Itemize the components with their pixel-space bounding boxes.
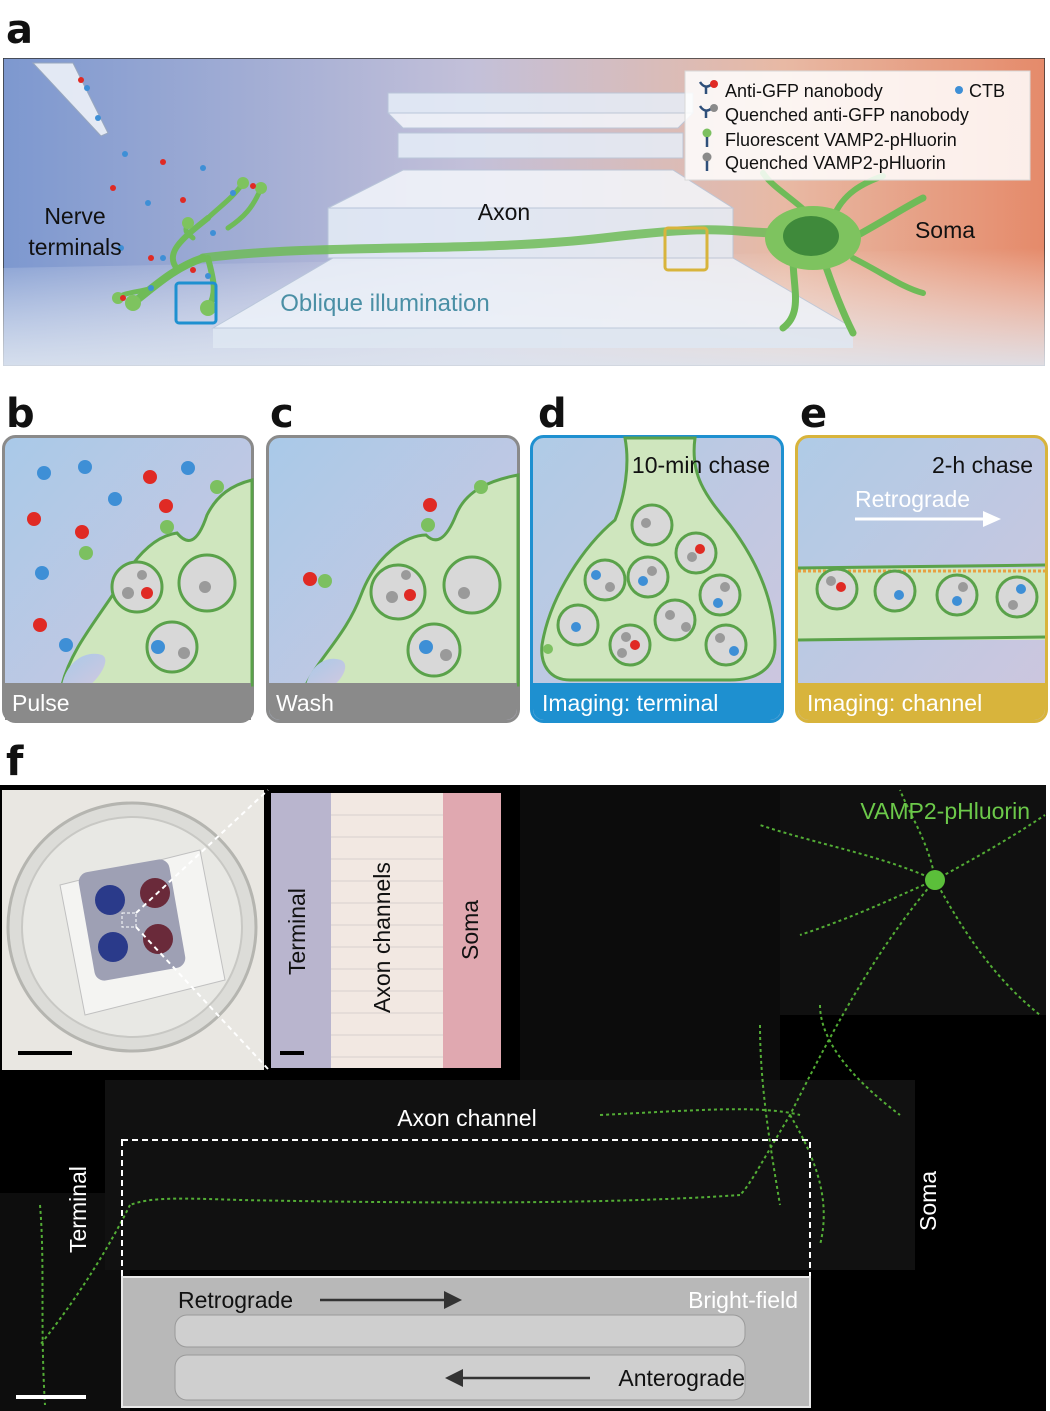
panel-a-schematic: Nerve terminals Axon Soma Oblique illumi… — [3, 58, 1045, 366]
axon-label: Axon — [478, 199, 530, 225]
terminal-roi-box — [174, 281, 218, 325]
inset-soma-region — [443, 793, 501, 1068]
nerve-terminals-label-2: terminals — [28, 234, 121, 260]
inset-soma-label: Soma — [457, 900, 483, 960]
soma-label: Soma — [915, 217, 975, 243]
axon-channel-label: Axon channel — [397, 1105, 536, 1131]
legend-quenched-anti-gfp: Quenched anti-GFP nanobody — [725, 105, 969, 125]
legend-ctb: CTB — [969, 81, 1005, 101]
panel-b-footer: Pulse — [12, 690, 70, 716]
inset-terminal-region — [271, 793, 331, 1068]
inset-terminal-label: Terminal — [284, 888, 310, 975]
panel-e-channel: 2-h chase Retrograde Imaging: channel — [795, 435, 1048, 723]
oblique-illumination-label: Oblique illumination — [280, 290, 489, 317]
panel-e-chase: 2-h chase — [932, 452, 1033, 478]
panel-label-e: e — [800, 391, 828, 437]
anterograde-arrowhead — [445, 1369, 463, 1387]
fluorescent-vamp2-icon — [702, 128, 712, 147]
panel-label-d: d — [538, 391, 567, 437]
panel-d-footer: Imaging: terminal — [542, 690, 718, 716]
inset-axon-channels-label: Axon channels — [369, 862, 395, 1013]
inset-channels-region — [331, 793, 443, 1068]
soma-fluorescence — [925, 870, 945, 890]
terminal-label: Terminal — [65, 1166, 91, 1253]
nucleus — [783, 216, 839, 256]
bright-field-label: Bright-field — [688, 1287, 798, 1313]
nanobody-dots-b — [27, 470, 173, 632]
vamp2-label: VAMP2-pHluorin — [860, 798, 1030, 824]
neuron-fluorescence — [39, 789, 1046, 1406]
ctb-dots-b — [35, 460, 195, 654]
pipette — [31, 62, 109, 137]
panel-d-terminal: 10-min chase Imaging: terminal — [530, 435, 784, 723]
quenched-vamp2-icon — [702, 152, 712, 171]
ctb-icon — [955, 86, 963, 94]
panel-label-a: a — [6, 7, 33, 53]
anterograde-label: Anterograde — [618, 1365, 745, 1391]
panel-f-microscopy: Terminal Axon channels Soma VAMP2-pHluor… — [0, 785, 1046, 1411]
legend-fluor-vamp2: Fluorescent VAMP2-pHluorin — [725, 130, 957, 150]
retrograde-label: Retrograde — [178, 1287, 293, 1313]
panel-e-retrograde: Retrograde — [855, 486, 970, 512]
panel-d-chase: 10-min chase — [632, 452, 770, 478]
panel-label-f: f — [6, 739, 24, 785]
soma-f-label: Soma — [915, 1171, 941, 1231]
ctb-molecules — [118, 151, 236, 291]
panel-c-wash: Wash — [266, 435, 520, 723]
panel-label-b: b — [6, 391, 35, 437]
panel-e-footer: Imaging: channel — [807, 690, 982, 716]
panel-b-pulse: Pulse — [2, 435, 254, 723]
panel-label-c: c — [270, 391, 294, 437]
legend-anti-gfp: Anti-GFP nanobody — [725, 81, 883, 101]
nerve-terminals-label-1: Nerve — [44, 203, 105, 229]
legend: Anti-GFP nanobody CTB Quenched anti-GFP … — [684, 70, 1031, 181]
panel-c-footer: Wash — [276, 690, 334, 716]
anti-gfp-nanobody-icon — [698, 80, 718, 94]
nanobody-molecules — [110, 159, 256, 301]
retrograde-arrowhead — [444, 1291, 462, 1309]
scalebar-fluor — [16, 1395, 86, 1399]
quenched-nanobody-icon — [698, 104, 718, 118]
legend-quenched-vamp2: Quenched VAMP2-pHluorin — [725, 153, 946, 173]
channel-roi-box — [663, 226, 709, 272]
